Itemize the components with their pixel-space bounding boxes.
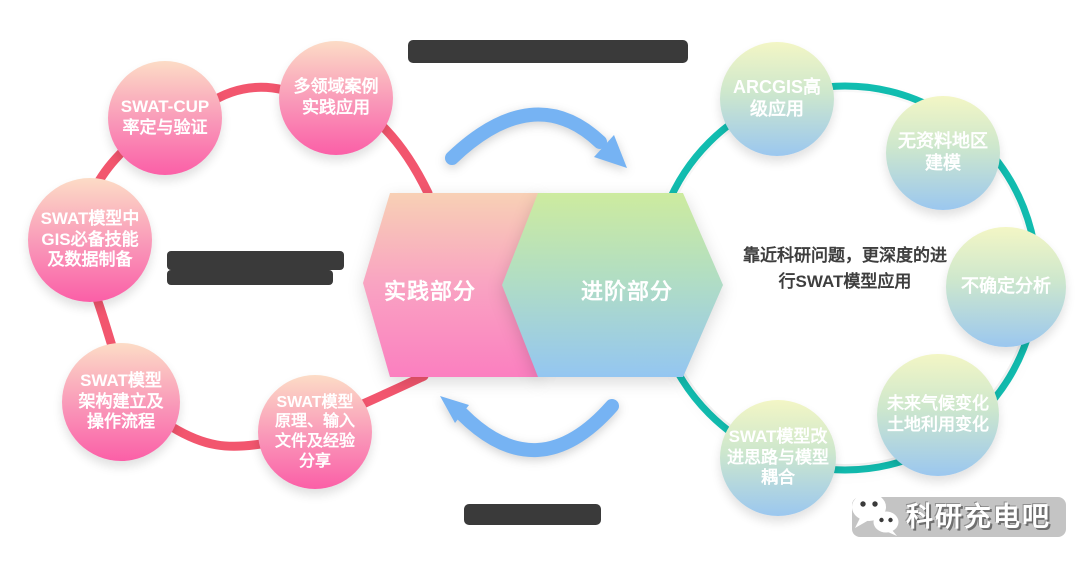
arrowhead-left <box>440 396 469 423</box>
flow-arrow-top <box>445 107 627 168</box>
bubble-uncertainty-analysis: 不确定分析 <box>946 227 1066 347</box>
bubble-arcgis-advanced: ARCGIS高 级应用 <box>720 42 834 156</box>
advanced-hexagon-label: 进阶部分 <box>580 279 673 304</box>
bubble-swat-cup: SWAT-CUP 率定与验证 <box>108 61 222 175</box>
bubble-ungauged-modeling: 无资料地区 建模 <box>886 96 1000 210</box>
practice-hexagon-label: 实践部分 <box>383 279 476 304</box>
wechat-icon <box>852 493 899 536</box>
redacted-text-bar-bottom <box>464 504 601 525</box>
bubble-gis-skills: SWAT模型中 GIS必备技能 及数据制备 <box>28 178 152 302</box>
bubble-model-principles: SWAT模型 原理、输入 文件及经验 分享 <box>258 375 372 489</box>
practice-hexagon <box>363 193 565 377</box>
bubble-multi-domain-cases: 多领域案例 实践应用 <box>279 41 393 155</box>
flow-arrow-bottom <box>440 396 619 458</box>
bubble-label: SWAT模型改 进思路与模型 耦合 <box>727 426 829 488</box>
redacted-text-bar-middle-line2 <box>167 270 333 285</box>
pink-connector <box>358 371 429 409</box>
bubble-label: SWAT模型中 GIS必备技能 及数据制备 <box>40 208 140 270</box>
redacted-text-bar-middle-line1 <box>167 251 344 270</box>
bubble-label: SWAT模型 原理、输入 文件及经验 分享 <box>274 393 355 470</box>
bubble-model-coupling: SWAT模型改 进思路与模型 耦合 <box>720 400 836 516</box>
watermark-brand-text: 科研充电吧 <box>906 501 1051 532</box>
arrowhead-right <box>594 135 627 168</box>
bubble-label: SWAT-CUP 率定与验证 <box>120 97 210 137</box>
bubble-label: 不确定分析 <box>961 276 1051 297</box>
bubble-label: SWAT模型 架构建立及 操作流程 <box>78 370 164 432</box>
bubble-model-framework: SWAT模型 架构建立及 操作流程 <box>62 343 180 461</box>
redacted-text-bar-top <box>408 40 688 63</box>
bubble-label: 多领域案例 实践应用 <box>293 77 379 117</box>
advanced-section-note: 靠近科研问题，更深度的进 行SWAT模型应用 <box>743 246 947 291</box>
pink-connector <box>92 294 117 351</box>
pink-connector <box>167 422 266 451</box>
watermark: 科研充电吧 <box>850 488 1066 540</box>
bubble-climate-landuse-change: 未来气候变化 土地利用变化 <box>877 354 999 476</box>
bubble-label: 无资料地区 建模 <box>898 131 988 173</box>
pink-connector <box>372 116 433 198</box>
bubble-label: ARCGIS高 级应用 <box>732 77 821 119</box>
advanced-hexagon <box>502 193 723 377</box>
bubble-label: 未来气候变化 土地利用变化 <box>887 394 989 434</box>
